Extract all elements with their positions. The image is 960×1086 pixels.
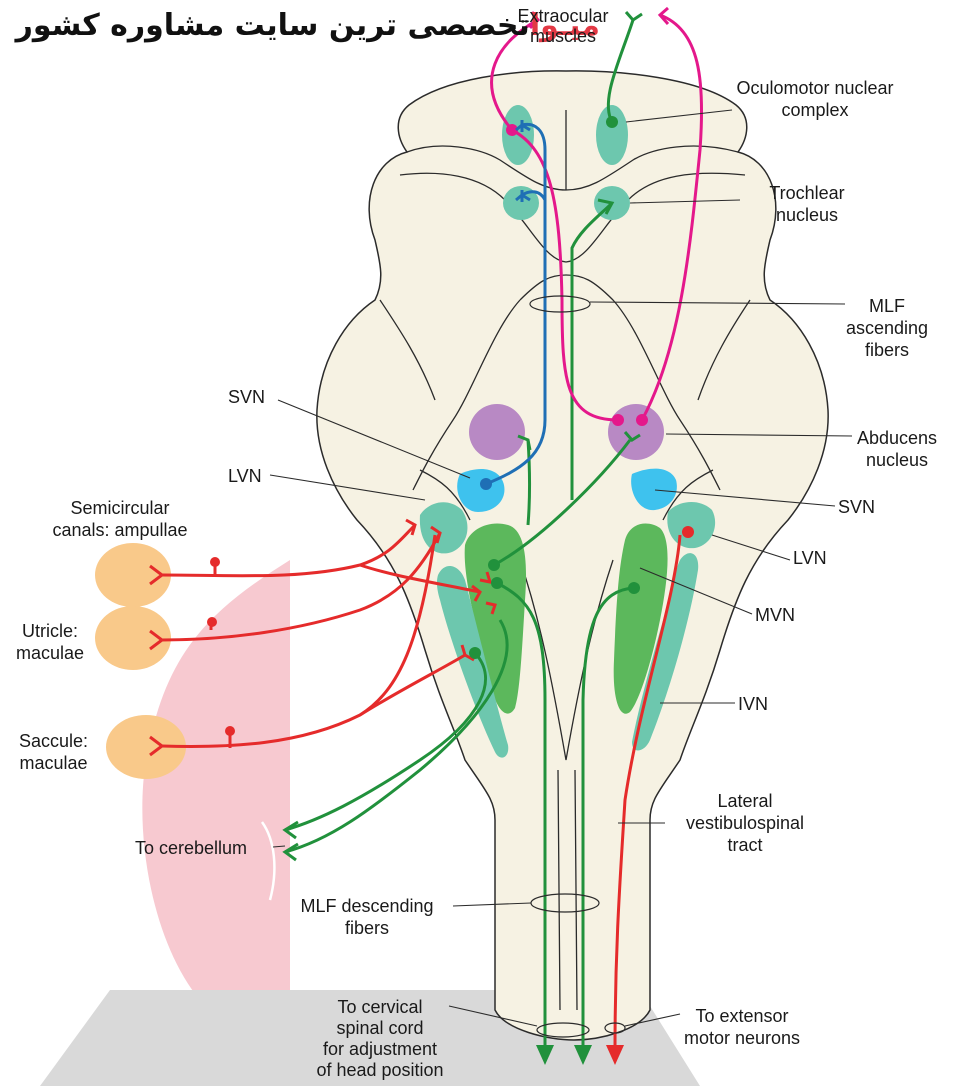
label-abducens-nucleus: Abducens nucleus: [842, 427, 952, 471]
label-mlf-ascending: MLF ascending fibers: [842, 295, 932, 361]
label-mlf-descending: MLF descending fibers: [282, 895, 452, 939]
label-to-cervical-spinal-cord: To cervical spinal cord for adjustment o…: [305, 997, 455, 1081]
watermark-text: تخصصی ترین سایت مشاوره کشور: [16, 8, 530, 43]
oculomotor-nucleus-right: [596, 105, 628, 165]
label-to-cerebellum: To cerebellum: [135, 837, 247, 859]
label-ivn: IVN: [738, 693, 768, 715]
blue-terminals: [480, 478, 492, 490]
label-utricle: Utricle: maculae: [8, 620, 92, 664]
label-svn-left: SVN: [228, 386, 265, 408]
label-lateral-vestibulospinal: Lateral vestibulospinal tract: [665, 790, 825, 856]
label-to-extensor-motor-neurons: To extensor motor neurons: [672, 1005, 812, 1049]
label-extraocular-muscles: Extraocular muscles: [498, 6, 628, 46]
label-lvn-right: LVN: [793, 547, 827, 569]
abducens-nucleus-left: [469, 404, 525, 460]
label-lvn-left: LVN: [228, 465, 262, 487]
label-oculomotor-complex: Oculomotor nuclear complex: [720, 77, 910, 121]
label-semicircular-canals: Semicircular canals: ampullae: [20, 497, 220, 541]
label-svn-right: SVN: [838, 496, 875, 518]
label-mvn: MVN: [755, 604, 795, 626]
label-trochlear-nucleus: Trochlear nucleus: [742, 182, 872, 226]
abducens-nucleus-right: [608, 404, 664, 460]
label-saccule: Saccule: maculae: [6, 730, 101, 774]
